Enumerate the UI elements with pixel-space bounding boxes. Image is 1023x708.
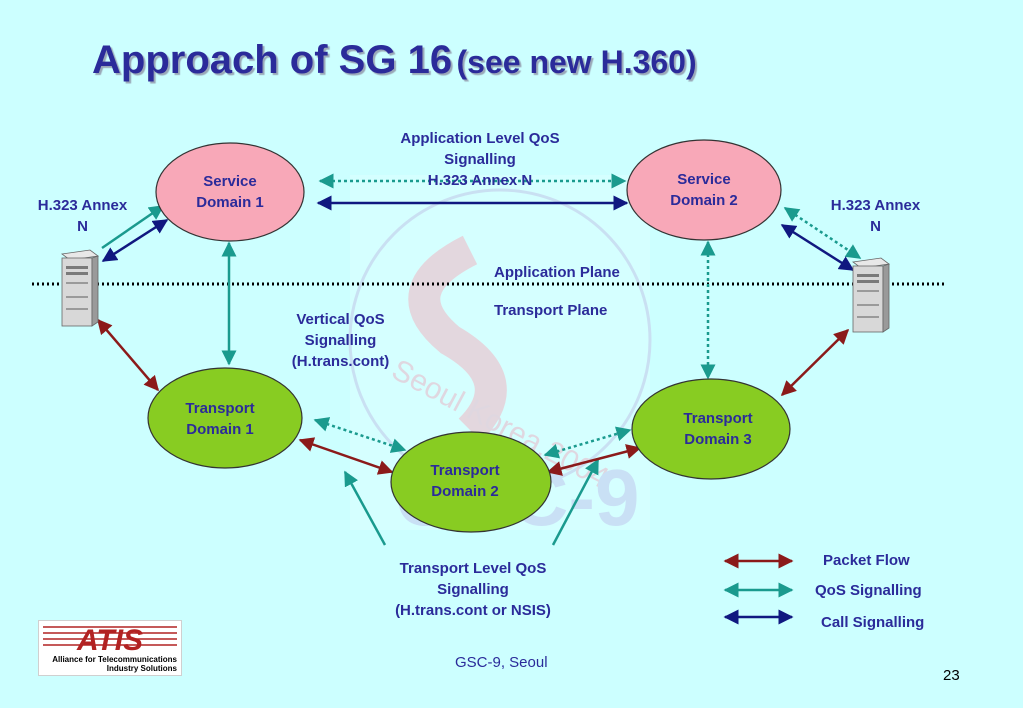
terminal-right-icon[interactable] [851,257,891,333]
packet-transport1-transport2 [298,437,394,475]
packet-terminal-transport1 [97,318,159,392]
page-number: 23 [943,667,960,684]
transport-domain-3[interactable] [631,378,791,480]
page-title: Approach of SG 16 (see new H.360) [92,38,697,83]
qos-pointer-left [343,470,387,546]
call-service2-terminal [780,223,855,272]
title-main: Approach of SG 16 [92,38,453,82]
terminal-left-icon[interactable] [60,249,100,327]
transport-plane-label: Transport Plane [494,302,608,319]
service-domain-1[interactable] [155,142,305,242]
packet-transport3-terminal [780,328,850,397]
atis-brand: ATIS [76,624,143,655]
packet-transport2-transport3 [546,444,642,476]
atis-logo-mark: ATIS [39,621,181,655]
service-domain-2[interactable] [626,139,782,241]
legend-call-signalling-label: Call Signalling [821,614,925,631]
title-sub: (see new H.360) [456,44,697,80]
call-terminal-service1 [101,218,169,263]
legend-qos-signalling-label: QoS Signalling [815,582,922,599]
legend-packet-flow-label: Packet Flow [823,552,910,569]
footer-center-text: GSC-9, Seoul [455,654,548,671]
transport-domain-1[interactable] [147,367,303,469]
application-plane-label: Application Plane [494,264,620,281]
transport-domain-2[interactable] [390,431,552,533]
